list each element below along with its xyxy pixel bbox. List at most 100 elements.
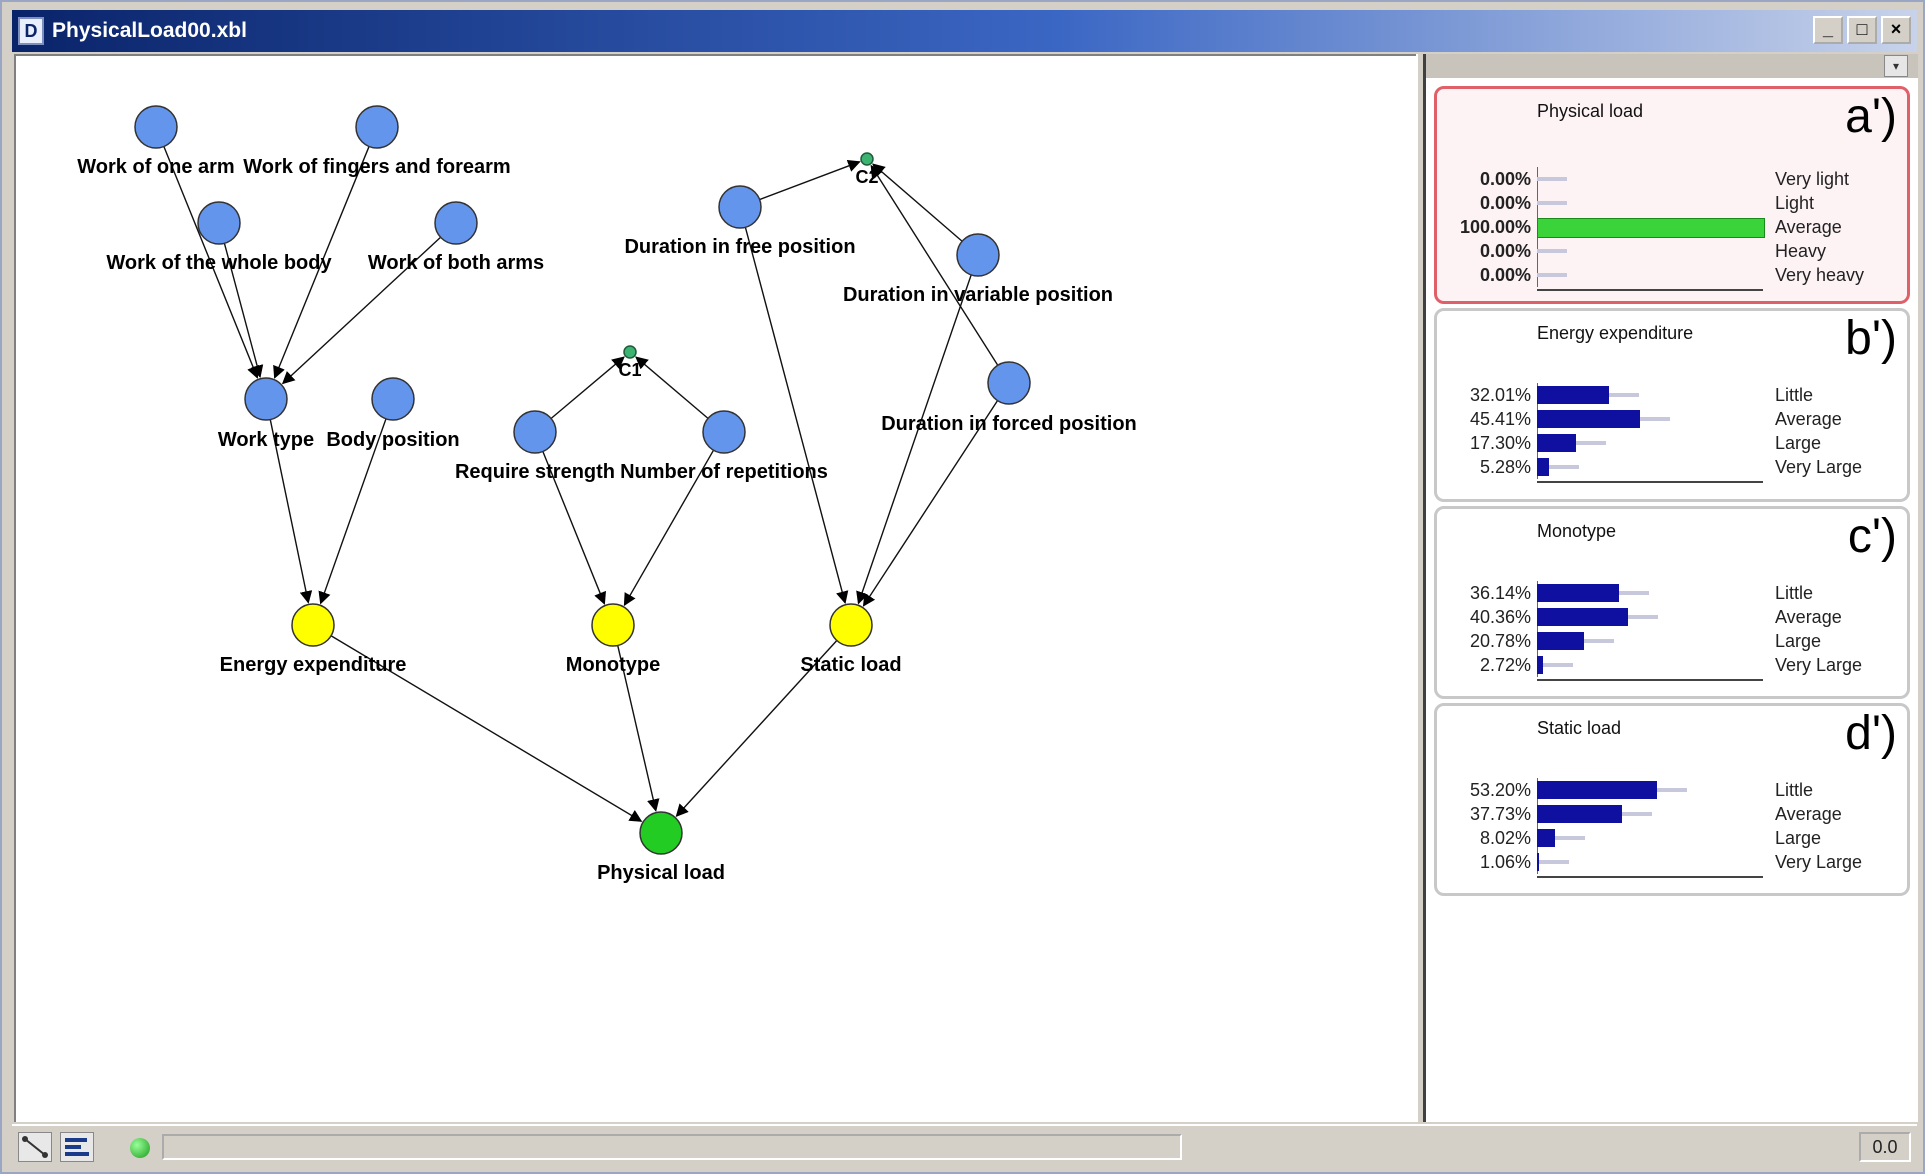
state-bar <box>1537 829 1556 847</box>
edge-n9-e3 <box>744 227 849 604</box>
panel-title: Physical load <box>1537 101 1644 121</box>
state-bar-prior <box>1537 273 1567 277</box>
node-circle[interactable] <box>718 185 762 229</box>
panel-axis <box>1537 581 1538 677</box>
node-n2[interactable]: Work of fingers and forearm <box>243 105 511 178</box>
node-e2[interactable]: Monotype <box>566 603 660 676</box>
state-percent: 37.73% <box>1469 804 1531 824</box>
state-bar-prior <box>1537 836 1586 840</box>
node-out[interactable]: Physical load <box>597 811 725 884</box>
maximize-button[interactable]: □ <box>1847 16 1877 44</box>
node-circle[interactable] <box>702 410 746 454</box>
state-label: Large <box>1775 631 1822 651</box>
node-circle[interactable] <box>987 361 1031 405</box>
node-circle[interactable] <box>860 152 874 166</box>
state-bar-prior <box>1537 201 1567 205</box>
panel-splitter[interactable] <box>1416 54 1426 1122</box>
panel-title: Static load <box>1537 718 1622 738</box>
state-bar-track <box>1537 584 1763 602</box>
state-bar-track <box>1537 632 1763 650</box>
state-row: 100.00%Average <box>1437 215 1907 239</box>
node-label: Body position <box>326 429 459 451</box>
node-n1[interactable]: Work of one arm <box>77 105 235 178</box>
node-label: C1 <box>618 360 641 380</box>
node-label: Number of repetitions <box>620 461 828 483</box>
node-n4[interactable]: Work of both arms <box>368 201 544 274</box>
node-n9[interactable]: Duration in free position <box>624 185 856 258</box>
node-label: Duration in forced position <box>881 413 1137 435</box>
state-row: 45.41%Average <box>1437 407 1907 431</box>
panel-letter: d') <box>1845 707 1897 760</box>
node-n8[interactable]: Number of repetitions <box>620 410 828 483</box>
node-n6[interactable]: Body position <box>326 377 460 451</box>
state-bar-track <box>1537 608 1763 626</box>
state-bar <box>1537 656 1544 674</box>
node-circle[interactable] <box>513 410 557 454</box>
minimize-button[interactable]: _ <box>1813 16 1843 44</box>
node-e3[interactable]: Static load <box>800 603 902 676</box>
node-circle[interactable] <box>355 105 399 149</box>
node-circle[interactable] <box>623 345 637 359</box>
connect-tool-icon[interactable] <box>18 1132 52 1162</box>
node-circle[interactable] <box>829 603 873 647</box>
state-row: 20.78% Large <box>1437 629 1907 653</box>
close-button[interactable]: × <box>1881 16 1911 44</box>
state-bar-track <box>1537 805 1763 823</box>
state-bar-prior <box>1537 249 1567 253</box>
state-bar-track <box>1537 781 1763 799</box>
node-circle[interactable] <box>956 233 1000 277</box>
panel-title: Energy expenditure <box>1537 323 1694 343</box>
node-circle[interactable] <box>197 201 241 245</box>
node-circle[interactable] <box>134 105 178 149</box>
node-n5[interactable]: Work type <box>218 377 314 451</box>
node-n10[interactable]: Duration in variable position <box>843 233 1113 306</box>
state-percent: 20.78% <box>1469 631 1531 651</box>
state-label: Heavy <box>1775 241 1827 261</box>
state-bar-track <box>1537 242 1763 260</box>
node-n11[interactable]: Duration in forced position <box>881 361 1137 435</box>
edge-n4-n5 <box>281 236 442 385</box>
state-label: Very Large <box>1775 457 1863 477</box>
state-percent: 0.00% <box>1479 169 1531 189</box>
node-circle[interactable] <box>434 201 478 245</box>
status-light-icon <box>130 1138 150 1158</box>
state-label: Little <box>1775 583 1814 603</box>
state-label: Little <box>1775 385 1814 405</box>
node-circle[interactable] <box>591 603 635 647</box>
state-label: Large <box>1775 828 1822 848</box>
state-label: Average <box>1775 409 1842 429</box>
node-circle[interactable] <box>244 377 288 421</box>
node-circle[interactable] <box>371 377 415 421</box>
node-c2[interactable]: C2 <box>855 152 879 187</box>
state-label: Little <box>1775 780 1814 800</box>
state-bar-prior <box>1537 465 1579 469</box>
node-n3[interactable]: Work of the whole body <box>106 201 332 274</box>
node-circle[interactable] <box>291 603 335 647</box>
layout-tool-icon[interactable] <box>60 1132 94 1162</box>
node-circle[interactable] <box>639 811 683 855</box>
node-e1[interactable]: Energy expenditure <box>220 603 407 676</box>
state-row: 32.01%Little <box>1437 383 1907 407</box>
node-c1[interactable]: C1 <box>618 345 642 380</box>
node-label: Monotype <box>566 654 660 676</box>
edge-n8-e2 <box>623 449 715 607</box>
panel-title: Monotype <box>1537 521 1617 541</box>
state-percent: 17.30% <box>1469 433 1531 453</box>
node-n7[interactable]: Require strength <box>455 410 615 483</box>
state-percent: 2.72% <box>1479 655 1531 675</box>
status-bar: 0.0 <box>12 1124 1917 1170</box>
panel-letter: b') <box>1845 312 1897 365</box>
state-bar <box>1537 632 1584 650</box>
state-row: 37.73%Average <box>1437 802 1907 826</box>
edge-n11-e3 <box>862 400 999 607</box>
panel-baseline <box>1537 876 1763 878</box>
chevron-down-icon[interactable]: ▾ <box>1884 55 1908 77</box>
title-bar[interactable]: D PhysicalLoad00.xbl _ □ × <box>12 10 1917 52</box>
